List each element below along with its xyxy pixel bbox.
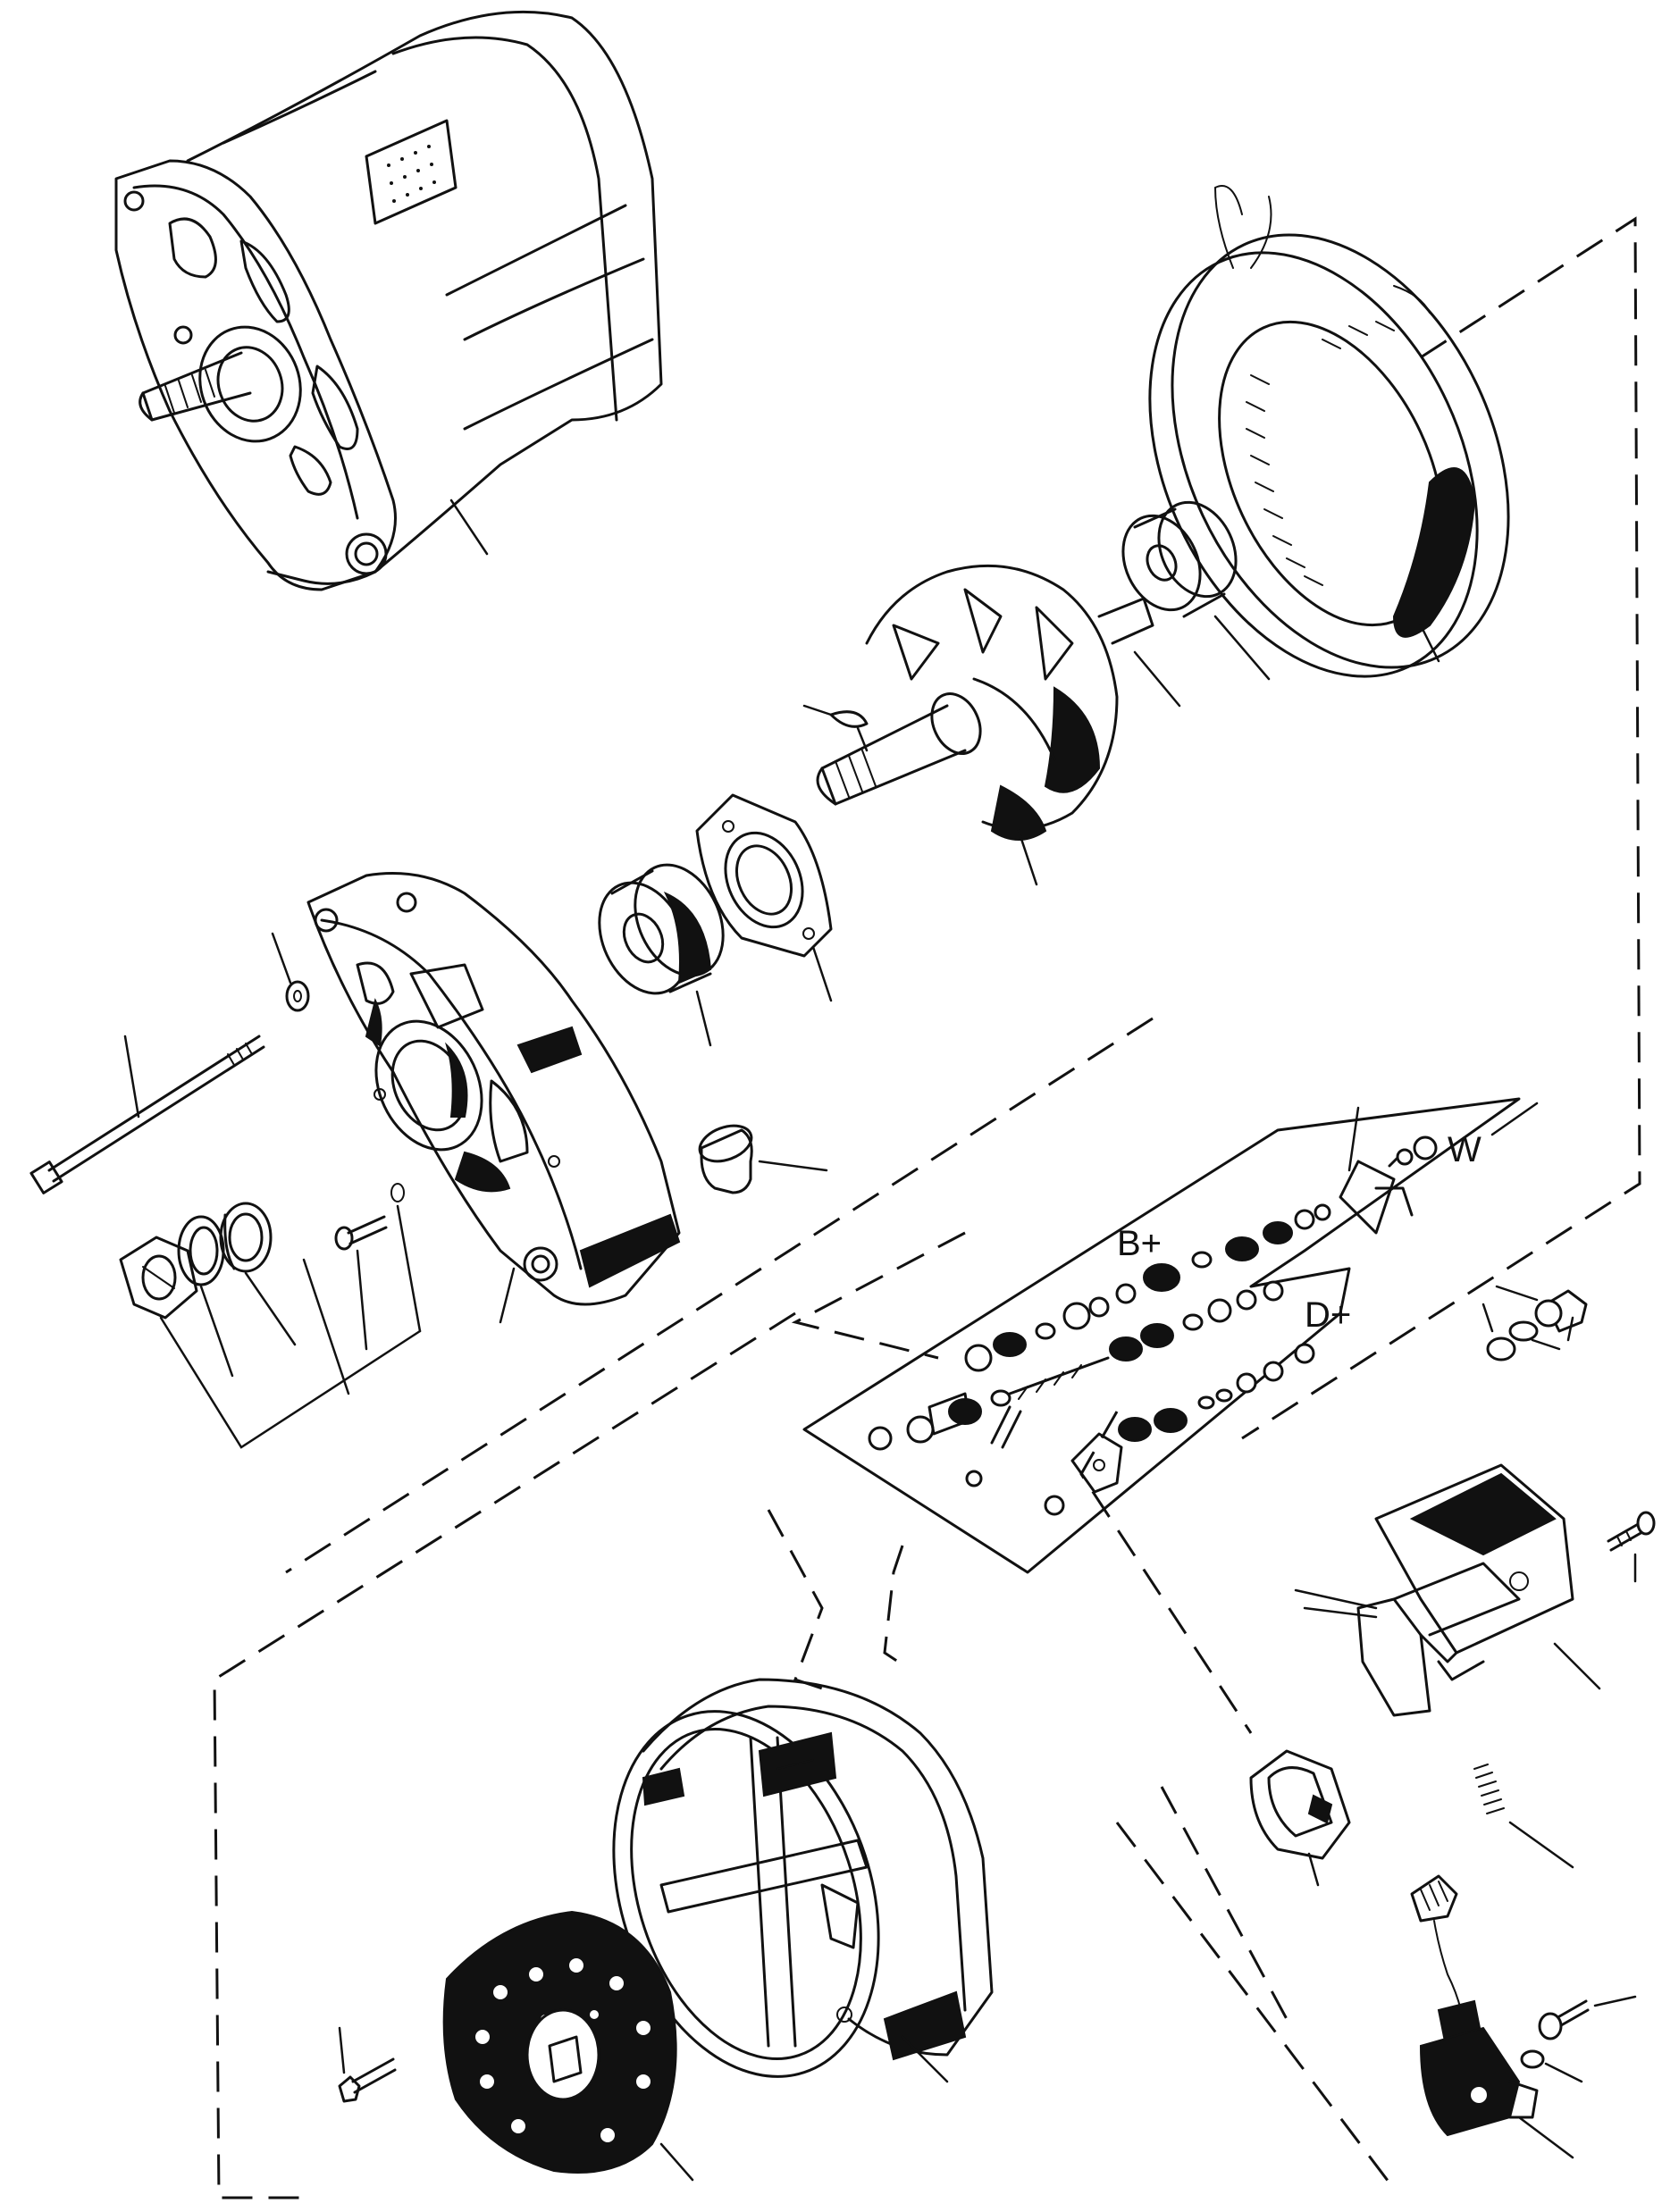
stator	[1148, 185, 1510, 678]
brush-spring	[1473, 1764, 1574, 1869]
bolt-washer	[271, 932, 310, 1012]
bearing-retainer-plate	[695, 793, 833, 1002]
brush-holder-cable	[1410, 1874, 1637, 2159]
rectifier-plate	[338, 1910, 694, 2182]
terminal-nuts	[1482, 1285, 1588, 1362]
retainer-screw	[334, 1183, 405, 1251]
terminal-label-b-plus: B+	[1117, 1224, 1162, 1263]
rear-bearing	[1121, 500, 1271, 681]
assembly-guide-lines	[213, 216, 1641, 2199]
hardware-leaders	[159, 1204, 422, 1449]
d-plus-hardware	[906, 1280, 1284, 1444]
terminal-label-d-plus: D+	[1305, 1295, 1351, 1335]
shaft-nut	[119, 1236, 198, 1320]
terminal-label-w: W	[1448, 1130, 1482, 1169]
rotor	[802, 564, 1181, 886]
spring-washer	[219, 1202, 273, 1273]
alternator-assembly	[114, 10, 663, 591]
nameplate-dots	[387, 145, 436, 203]
through-bolt	[29, 1035, 265, 1194]
brush-holder	[1249, 1749, 1351, 1887]
lower-row-hardware	[868, 1343, 1315, 1516]
spacer-bushing	[698, 1124, 828, 1194]
voltage-regulator	[1294, 1463, 1656, 1717]
drive-end-shield	[306, 872, 681, 1324]
diode-spots	[475, 1958, 651, 2142]
slip-ring-housing	[612, 1678, 994, 2083]
terminal-board: B+ D+ W	[802, 1097, 1539, 1574]
front-bearing	[598, 863, 725, 1047]
b-plus-hardware	[964, 1203, 1331, 1372]
